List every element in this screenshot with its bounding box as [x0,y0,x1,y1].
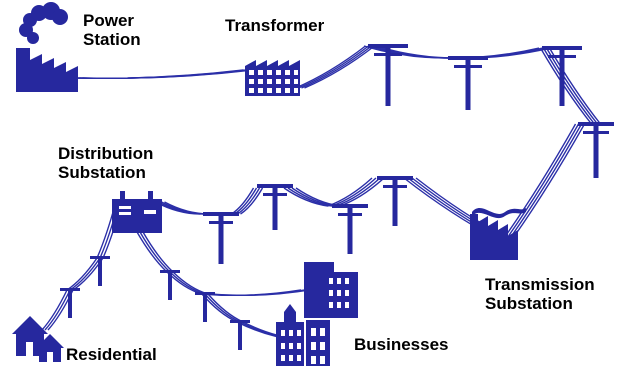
power-station-label: Power Station [83,11,141,49]
office-building-icon [276,304,330,366]
transmission-substation-label: Transmission Substation [485,275,595,313]
power-line-wire [304,45,375,89]
power-line-wire [548,47,602,125]
utility-pole-icon [368,44,408,106]
power-line-wire [136,231,168,273]
utility-pole-icon [90,256,110,286]
power-line-wire [207,293,244,323]
power-line-wire [287,187,333,207]
transmission-substation-icon [470,208,526,260]
transformer-label-line1: Transformer [225,16,325,35]
utility-pole-icon [195,292,215,322]
power-line-wire [507,123,580,237]
distribution-substation-icon [112,191,162,233]
utility-pole-icon [60,288,80,318]
power-line-wire [301,45,372,89]
power-line-wire [545,47,599,125]
utility-poles [60,44,614,350]
power-station-label-line2: Station [83,30,141,49]
residential-label: Residential [66,345,157,364]
power-line-wire [513,123,586,237]
power-line-wire [240,187,264,215]
transformer-label: Transformer [225,16,324,35]
power-line-wire [44,289,71,331]
power-line-wire [539,47,593,125]
transformer-icon [245,60,300,96]
power-line-wire [510,123,583,237]
utility-pole-icon [257,184,293,230]
distribution-substation-label-line2: Substation [58,163,146,182]
power-line-wire [298,45,369,89]
utility-pole-icon [160,270,180,300]
power-line-wire [237,187,261,215]
utility-pole-icon [542,46,582,106]
power-line-wire [41,289,68,331]
house-icon [36,334,64,362]
businesses-label-line1: Businesses [354,335,449,354]
utility-pole-icon [377,176,413,226]
transmission-substation-label-line1: Transmission [485,275,595,294]
utility-pole-icon [448,56,488,110]
utility-pole-icon [203,212,239,264]
power-line-wire [82,69,253,80]
businesses-label: Businesses [354,335,449,354]
power-line-wire [542,47,596,125]
power-line-wire [142,231,174,273]
power-line-wire [295,45,366,89]
power-line-wire [208,289,310,297]
distribution-substation-label-line1: Distribution [58,144,154,163]
distribution-substation-label: Distribution Substation [58,144,153,182]
utility-pole-icon [230,320,250,350]
power-station-icon [16,2,78,92]
office-building-icon [304,262,358,318]
transmission-substation-label-line2: Substation [485,294,573,313]
utility-pole-icon [332,204,368,254]
residential-label-line1: Residential [66,345,157,364]
utility-pole-icon [578,122,614,178]
power-line-wire [283,187,329,207]
power-line-wire [66,257,98,291]
power-line-wire [139,231,171,273]
power-station-label-line1: Power [83,11,135,30]
power-line-wire [172,271,209,295]
power-line-wire [504,123,577,237]
